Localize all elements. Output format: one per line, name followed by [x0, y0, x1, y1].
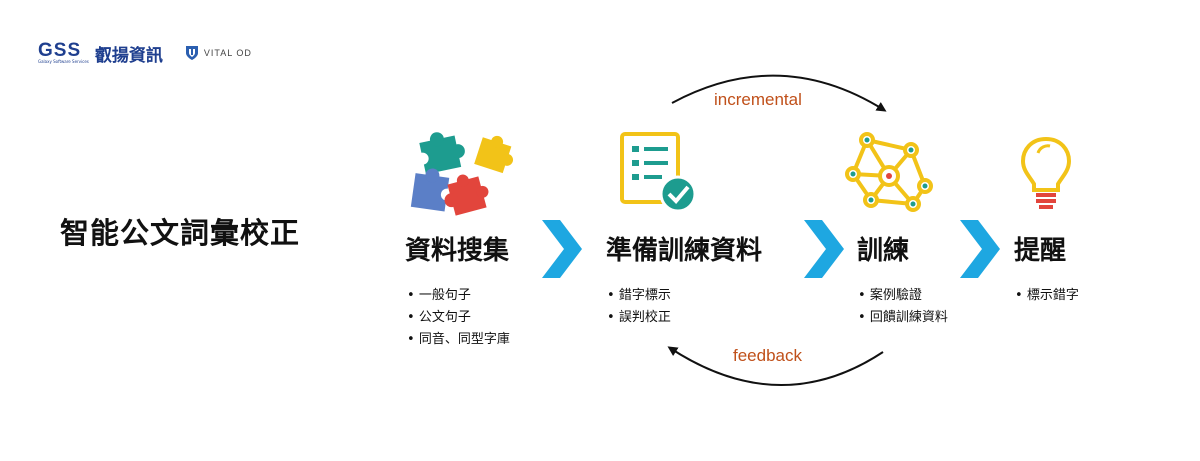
stage-list-remind: 標示錯字	[1015, 285, 1079, 307]
list-item: 錯字標示	[607, 285, 671, 307]
gss-logo-subtitle: Galaxy Software Services	[38, 59, 89, 64]
list-item: 誤判校正	[607, 307, 671, 329]
network-icon	[845, 132, 933, 212]
chevron-right-icon	[804, 220, 844, 278]
gss-logo: GSS Galaxy Software Services	[38, 40, 89, 64]
stage-list-prepare: 錯字標示 誤判校正	[607, 285, 671, 329]
list-item: 標示錯字	[1015, 285, 1079, 307]
chevron-right-icon	[960, 220, 1000, 278]
logo-row: GSS Galaxy Software Services 叡揚資訊 VITAL …	[38, 38, 252, 68]
list-item: 案例驗證	[858, 285, 948, 307]
chevron-right-icon	[542, 220, 582, 278]
feedback-arrow	[667, 346, 884, 386]
list-item: 同音、同型字庫	[407, 329, 510, 351]
stage-title-remind: 提醒	[1014, 236, 1067, 266]
vital-shield-icon	[185, 46, 198, 60]
stage-title-prepare: 準備訓練資料	[606, 236, 763, 266]
stage-title-collect: 資料搜集	[405, 236, 510, 266]
puzzle-icon	[410, 132, 514, 216]
list-item: 回饋訓練資料	[858, 307, 948, 329]
stage-title-train: 訓練	[857, 236, 910, 266]
vital-logo: VITAL OD	[185, 45, 252, 61]
stage-list-train: 案例驗證 回饋訓練資料	[858, 285, 948, 329]
list-item: 公文句子	[407, 307, 510, 329]
checklist-icon	[620, 132, 697, 213]
feedback-label: feedback	[733, 346, 802, 365]
list-item: 一般句子	[407, 285, 510, 307]
gss-company-name: 叡揚資訊	[94, 45, 163, 66]
gss-logo-letters: GSS	[38, 40, 82, 61]
lightbulb-icon	[1020, 136, 1072, 209]
incremental-label: incremental	[714, 90, 802, 109]
stage-list-collect: 一般句子 公文句子 同音、同型字庫	[407, 285, 510, 351]
vital-logo-text: VITAL OD	[203, 48, 252, 58]
page-title: 智能公文詞彙校正	[60, 216, 301, 250]
incremental-arrow	[671, 74, 887, 112]
